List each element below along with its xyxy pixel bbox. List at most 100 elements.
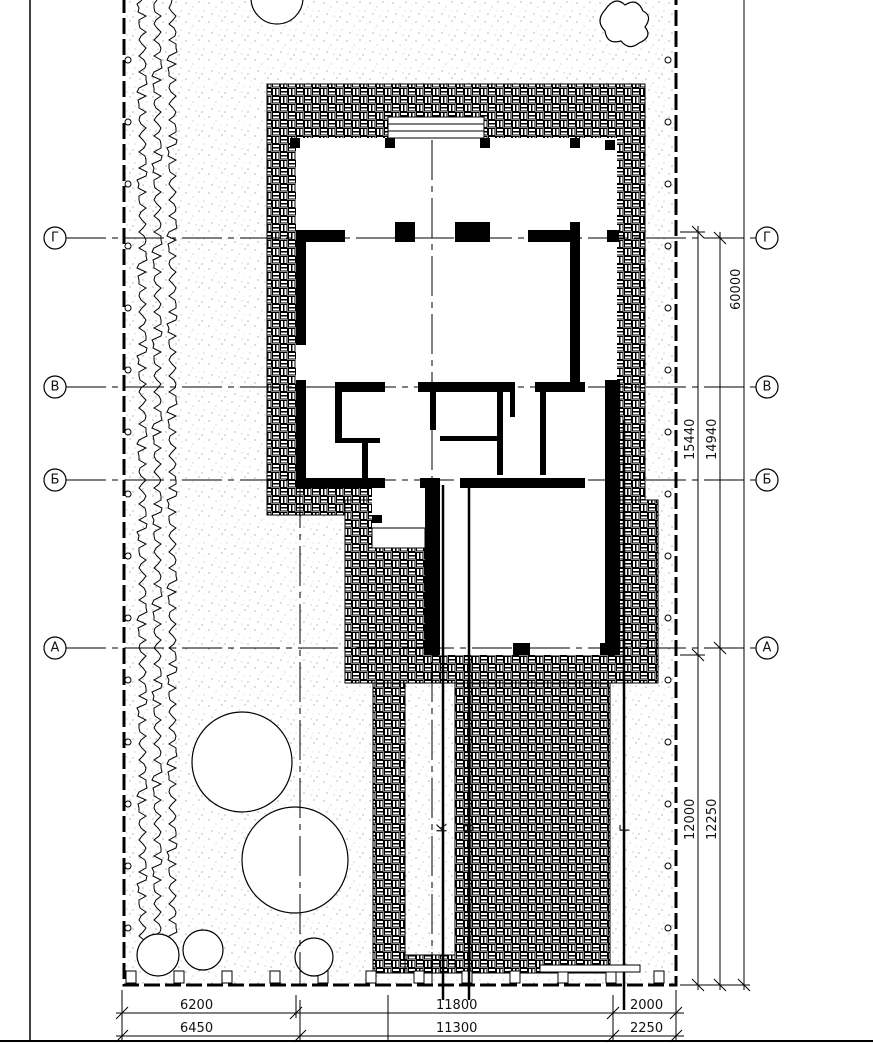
fence-pillar <box>653 970 665 984</box>
fence-post <box>124 738 132 746</box>
axis-label-b-right: Б <box>763 473 772 488</box>
wall-segment <box>600 643 620 655</box>
dim-12000: 12000 <box>683 799 698 840</box>
fence-post <box>664 366 672 374</box>
dim-15440: 15440 <box>683 419 698 460</box>
wall-segment <box>362 440 368 480</box>
fence-pillar <box>413 970 425 984</box>
fence-post <box>124 428 132 436</box>
wall-segment <box>570 222 580 387</box>
wall-segment <box>385 138 395 148</box>
fence-pillar <box>557 970 569 984</box>
shrub <box>599 0 650 48</box>
axis-label-g-right: Г <box>763 231 771 246</box>
fence-post <box>124 56 132 64</box>
entrance-porch <box>372 488 425 530</box>
dim-14940: 14940 <box>705 419 720 460</box>
axis-label-v-right: В <box>763 380 772 395</box>
dim-60000: 60000 <box>729 269 744 310</box>
wall-segment <box>460 478 585 488</box>
wall-segment <box>335 387 342 440</box>
dim-bottom-11300: 11300 <box>436 1021 477 1036</box>
grid-axes <box>66 140 756 985</box>
bottom-dimension-lines <box>115 990 684 1043</box>
wall-segment <box>605 380 620 655</box>
fence-post <box>664 56 672 64</box>
fence-post <box>664 552 672 560</box>
fence-post <box>664 118 672 126</box>
fence-pillar <box>221 970 233 984</box>
fence-post <box>664 304 672 312</box>
wall-segment <box>528 230 578 242</box>
wall-segment <box>395 222 415 242</box>
dim-bottom-11800: 11800 <box>436 998 477 1013</box>
dim-bottom-6450: 6450 <box>180 1021 213 1036</box>
fence-post <box>124 490 132 498</box>
wall-segment <box>497 392 503 475</box>
wall-segment <box>455 222 490 242</box>
fence-pillar <box>509 970 521 984</box>
wall-segment <box>605 140 615 150</box>
fence-post <box>664 800 672 808</box>
paving-driveway <box>454 682 611 974</box>
wall-segment <box>335 438 380 443</box>
axis-label-a-left: А <box>51 641 60 656</box>
tree <box>294 937 334 977</box>
wall-segment <box>480 138 490 148</box>
fence-post <box>124 552 132 560</box>
tree <box>182 929 224 971</box>
fence-pillar <box>461 970 473 984</box>
fence-pillar <box>125 970 137 984</box>
fence-post <box>124 614 132 622</box>
wall-segment <box>570 138 580 148</box>
porch-steps <box>371 527 426 549</box>
wall-segment <box>296 380 306 488</box>
fence-post <box>124 924 132 932</box>
fence-post <box>124 242 132 250</box>
wall-segment <box>510 392 515 417</box>
fence-post <box>124 180 132 188</box>
site-boundary <box>122 0 678 987</box>
axis-label-v-left: В <box>51 380 60 395</box>
dim-bottom-6200: 6200 <box>180 998 213 1013</box>
fence-post <box>664 242 672 250</box>
axis-label-g-left: Г <box>51 231 59 246</box>
fence-post <box>124 800 132 808</box>
fence-post <box>664 428 672 436</box>
section-label-k: К <box>436 823 451 832</box>
tree <box>250 0 304 25</box>
fence-post <box>664 614 672 622</box>
tree <box>136 933 180 977</box>
terrace-steps <box>387 116 485 139</box>
wall-segment <box>540 392 546 475</box>
axis-label-b-left: Б <box>51 473 60 488</box>
wall-segment <box>296 230 345 242</box>
wall-segment <box>430 392 436 430</box>
dim-bottom-2000: 2000 <box>630 998 663 1013</box>
section-lines <box>441 420 626 1010</box>
trees <box>136 0 650 977</box>
fence-pillar <box>269 970 281 984</box>
wall-segment <box>607 230 619 242</box>
fence-post <box>124 304 132 312</box>
fence-post <box>124 862 132 870</box>
fence-post <box>664 180 672 188</box>
fence-post <box>664 490 672 498</box>
fence-post <box>124 676 132 684</box>
vertical-dimension-lines <box>680 0 751 992</box>
paving-footpath <box>372 682 406 974</box>
axis-bubbles <box>43 226 779 660</box>
wall-segment <box>440 436 500 441</box>
paving-link <box>404 954 456 974</box>
house-walls <box>290 138 620 655</box>
wall-segment <box>296 478 385 488</box>
wall-segment <box>418 382 515 392</box>
hedge-shrubs <box>136 0 178 945</box>
house-annex-floor <box>425 480 620 655</box>
fence-pillar <box>173 970 185 984</box>
wall-segment <box>290 138 300 148</box>
house-main-floor <box>296 138 617 488</box>
wall-segment <box>296 230 306 345</box>
fence-pillar <box>605 970 617 984</box>
